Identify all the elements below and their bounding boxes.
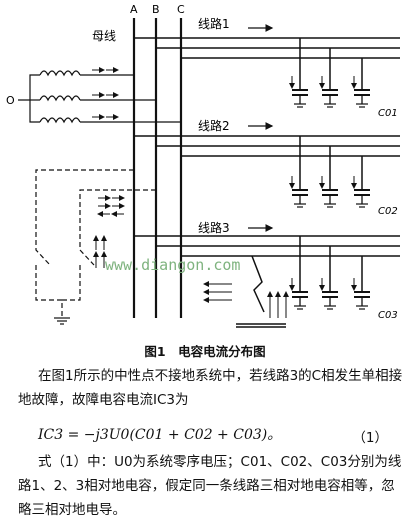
equation-number: （1） — [352, 430, 388, 446]
line-1-label: 线路1 — [198, 16, 230, 31]
capacitor — [351, 76, 370, 108]
line-1 — [134, 37, 400, 90]
capacitor — [319, 76, 338, 108]
capacitor — [289, 278, 308, 310]
paragraph-1: 在图1所示的中性点不接地系统中，若线路3的C相发生单相接地故障，故障电容电流IC… — [18, 368, 403, 408]
capacitor-label-3: C03 — [378, 310, 398, 321]
line-2 — [134, 135, 400, 190]
bus-bars — [132, 18, 183, 318]
capacitor — [319, 176, 338, 208]
line-2-label: 线路2 — [198, 118, 230, 133]
capacitor-label-2: C02 — [378, 206, 398, 217]
neutral-label: O — [6, 94, 15, 107]
capacitor — [289, 176, 308, 208]
bus-label-a: A — [130, 3, 138, 16]
ground-symbol — [54, 317, 70, 325]
capacitors — [289, 76, 370, 310]
capacitor — [319, 278, 338, 310]
source-current-arrows — [92, 67, 119, 120]
paragraph-2: 式（1）中：U0为系统零序电压；C01、C02、C03分别为线路1、2、3相对地… — [18, 454, 402, 518]
neutral-ground-path — [35, 169, 156, 318]
watermark: www.diangon.com — [105, 256, 240, 274]
bus-label-b: B — [152, 3, 160, 16]
line-3-label: 线路3 — [198, 220, 230, 235]
busbar-label: 母线 — [92, 29, 116, 43]
figure-caption: 图1 电容电流分布图 — [144, 344, 266, 359]
source-windings — [18, 70, 181, 124]
fault-point — [236, 255, 286, 328]
capacitor — [351, 176, 370, 208]
capacitor-label-1: C01 — [378, 108, 398, 119]
capacitive-current-diagram: A B C 母线 O 线路1 线路2 — [6, 3, 400, 328]
capacitor — [351, 278, 370, 310]
bus-label-c: C — [177, 3, 185, 16]
capacitor — [289, 76, 308, 108]
formula: IC3 = −j3U0(C01 + C02 + C03)。 — [38, 427, 282, 443]
neutral-path-arrows — [93, 195, 125, 268]
line-3 — [134, 235, 400, 292]
fault-current-arrows — [203, 281, 289, 318]
